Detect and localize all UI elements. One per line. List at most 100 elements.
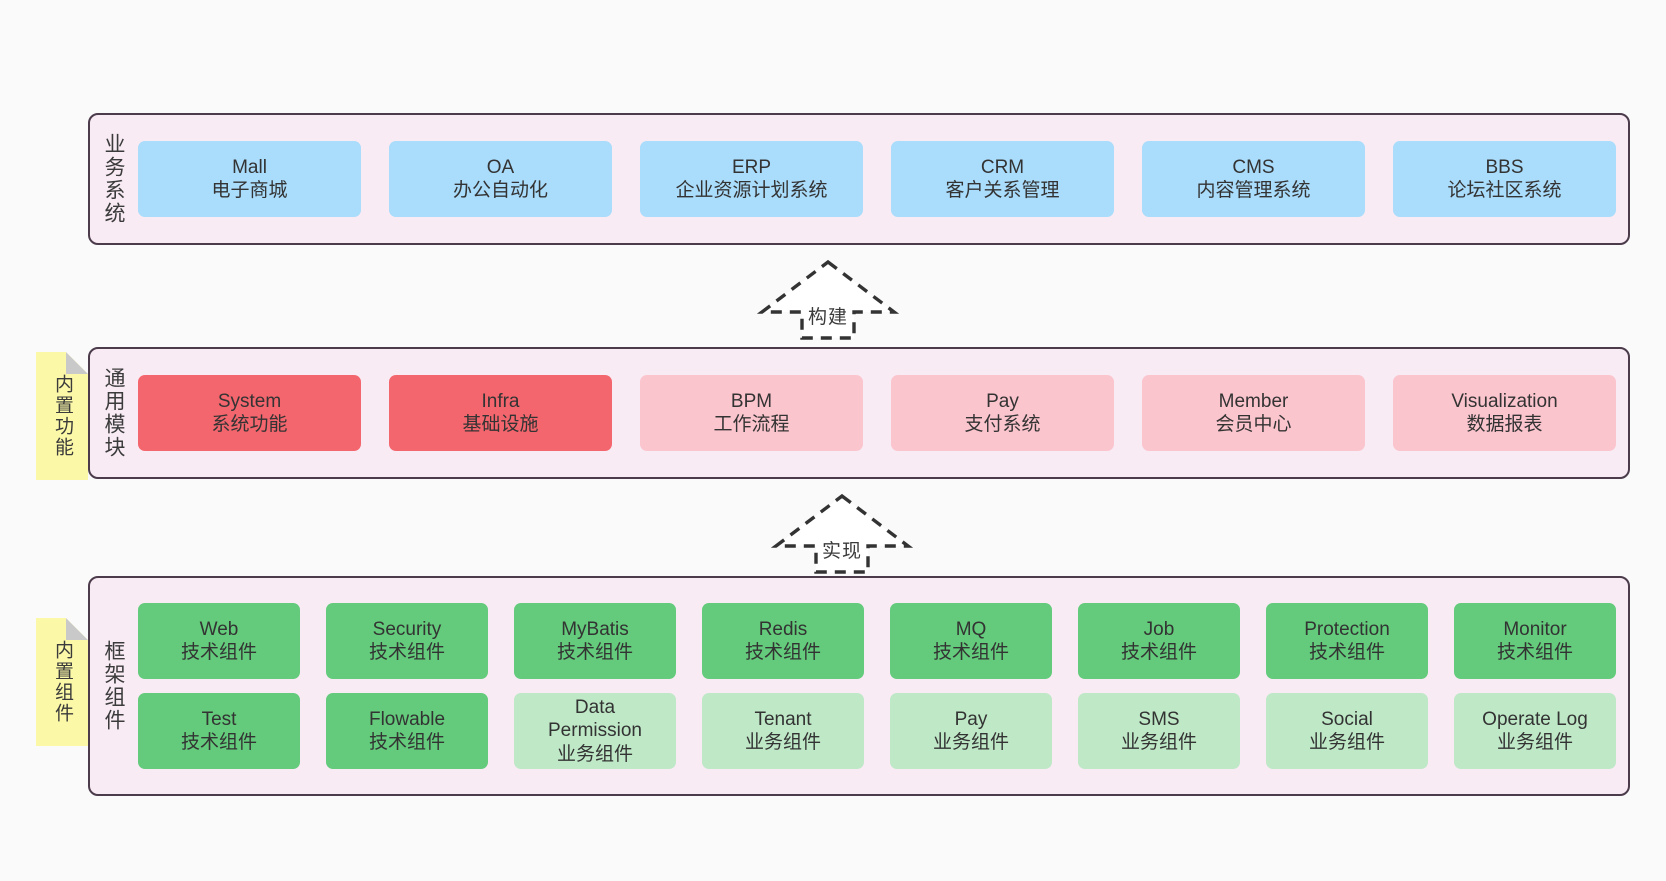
note-label: 内置功能 <box>52 374 74 458</box>
card-title-en: Pay <box>954 708 988 730</box>
card-title-cn: 业务组件 <box>556 743 633 765</box>
card-operate-log[interactable]: Operate Log 业务组件 <box>1454 693 1616 769</box>
card-title-en: Member <box>1218 390 1289 412</box>
card-mall[interactable]: Mall 电子商城 <box>138 141 361 217</box>
card-pay-component[interactable]: Pay 业务组件 <box>890 693 1052 769</box>
card-title-cn: 技术组件 <box>556 642 633 663</box>
card-title-en: Flowable <box>368 708 446 730</box>
card-sms[interactable]: SMS 业务组件 <box>1078 693 1240 769</box>
layer-panel-business-systems: 业务系统 Mall 电子商城 OA 办公自动化 ERP 企业资源计划系统 CRM… <box>88 113 1630 245</box>
card-flowable[interactable]: Flowable 技术组件 <box>326 693 488 769</box>
card-title-en: Web <box>199 618 239 640</box>
card-title-cn: 业务组件 <box>1496 732 1573 753</box>
note-builtin-features: 内置功能 <box>36 352 88 480</box>
card-security[interactable]: Security 技术组件 <box>326 603 488 679</box>
note-builtin-components: 内置组件 <box>36 618 88 746</box>
card-title-cn: 企业资源计划系统 <box>675 180 828 201</box>
card-title-cn: 工作流程 <box>713 414 790 435</box>
connector-build-label: 构建 <box>807 307 848 328</box>
card-bbs[interactable]: BBS 论坛社区系统 <box>1393 141 1616 217</box>
card-member[interactable]: Member 会员中心 <box>1142 375 1365 451</box>
card-title-cn: 技术组件 <box>1120 642 1197 663</box>
card-title-en: BBS <box>1485 156 1524 178</box>
cards-area-business-systems: Mall 电子商城 OA 办公自动化 ERP 企业资源计划系统 CRM 客户关系… <box>136 115 1628 243</box>
note-fold-corner-icon <box>66 352 88 374</box>
card-row: Test 技术组件 Flowable 技术组件 Data Permission … <box>138 693 1616 769</box>
card-pay-module[interactable]: Pay 支付系统 <box>891 375 1114 451</box>
card-title-en: OA <box>486 156 515 178</box>
card-title-en: CMS <box>1232 156 1275 178</box>
card-title-en: Data Permission <box>548 697 642 742</box>
card-tenant[interactable]: Tenant 业务组件 <box>702 693 864 769</box>
card-redis[interactable]: Redis 技术组件 <box>702 603 864 679</box>
connector-build: 构建 <box>757 258 899 340</box>
cards-area-framework-components: Web 技术组件 Security 技术组件 MyBatis 技术组件 Redi… <box>136 578 1628 794</box>
card-title-cn: 数据报表 <box>1466 414 1543 435</box>
card-title-cn: 内容管理系统 <box>1196 180 1311 201</box>
card-title-cn: 技术组件 <box>180 642 257 663</box>
card-title-cn: 技术组件 <box>368 732 445 753</box>
card-title-cn: 技术组件 <box>1496 642 1573 663</box>
card-row: System 系统功能 Infra 基础设施 BPM 工作流程 Pay 支付系统… <box>138 375 1616 451</box>
card-title-en: MyBatis <box>561 618 629 640</box>
card-crm[interactable]: CRM 客户关系管理 <box>891 141 1114 217</box>
card-infra[interactable]: Infra 基础设施 <box>389 375 612 451</box>
card-title-en: Test <box>201 708 237 730</box>
card-title-en: ERP <box>731 156 772 178</box>
card-title-en: Operate Log <box>1482 708 1588 730</box>
card-cms[interactable]: CMS 内容管理系统 <box>1142 141 1365 217</box>
card-title-cn: 技术组件 <box>368 642 445 663</box>
card-test[interactable]: Test 技术组件 <box>138 693 300 769</box>
card-title-cn: 办公自动化 <box>452 180 548 201</box>
card-title-en: MQ <box>955 618 987 640</box>
card-title-cn: 基础设施 <box>462 414 539 435</box>
card-title-en: CRM <box>980 156 1025 178</box>
card-title-en: Pay <box>986 390 1019 412</box>
card-monitor[interactable]: Monitor 技术组件 <box>1454 603 1616 679</box>
card-title-en: Redis <box>758 618 808 640</box>
card-protection[interactable]: Protection 技术组件 <box>1266 603 1428 679</box>
card-title-en: Security <box>372 618 442 640</box>
card-system[interactable]: System 系统功能 <box>138 375 361 451</box>
card-title-en: Social <box>1321 708 1373 730</box>
layer-title-business-systems: 业务系统 <box>101 133 125 225</box>
layer-title-common-modules: 通用模块 <box>101 367 125 459</box>
layer-panel-framework-components: 框架组件 Web 技术组件 Security 技术组件 MyBatis 技术组件… <box>88 576 1630 796</box>
card-web[interactable]: Web 技术组件 <box>138 603 300 679</box>
card-social[interactable]: Social 业务组件 <box>1266 693 1428 769</box>
card-mybatis[interactable]: MyBatis 技术组件 <box>514 603 676 679</box>
card-title-cn: 技术组件 <box>932 642 1009 663</box>
implement-arrow-shape <box>771 493 913 574</box>
card-title-cn: 业务组件 <box>1120 732 1197 753</box>
card-title-en: System <box>217 390 282 412</box>
card-title-cn: 支付系统 <box>964 414 1041 435</box>
card-title-en: Job <box>1143 618 1175 640</box>
note-fold-corner-icon <box>66 618 88 640</box>
card-title-en: Visualization <box>1451 390 1558 412</box>
connector-implement: 实现 <box>771 492 913 574</box>
card-erp[interactable]: ERP 企业资源计划系统 <box>640 141 863 217</box>
card-title-cn: 技术组件 <box>744 642 821 663</box>
card-data-permission[interactable]: Data Permission 业务组件 <box>514 693 676 769</box>
card-title-cn: 客户关系管理 <box>945 180 1060 201</box>
card-title-cn: 技术组件 <box>180 732 257 753</box>
card-title-cn: 业务组件 <box>1308 732 1385 753</box>
card-title-cn: 业务组件 <box>744 732 821 753</box>
layer-panel-common-modules: 通用模块 System 系统功能 Infra 基础设施 BPM 工作流程 Pay… <box>88 347 1630 479</box>
card-title-en: Tenant <box>754 708 812 730</box>
card-title-cn: 技术组件 <box>1308 642 1385 663</box>
card-title-en: BPM <box>730 390 773 412</box>
note-label: 内置组件 <box>52 640 74 724</box>
card-title-en: SMS <box>1138 708 1180 730</box>
card-oa[interactable]: OA 办公自动化 <box>389 141 612 217</box>
card-job[interactable]: Job 技术组件 <box>1078 603 1240 679</box>
card-title-cn: 系统功能 <box>211 414 288 435</box>
card-row: Web 技术组件 Security 技术组件 MyBatis 技术组件 Redi… <box>138 603 1616 679</box>
card-title-cn: 会员中心 <box>1215 414 1292 435</box>
card-visualization[interactable]: Visualization 数据报表 <box>1393 375 1616 451</box>
card-mq[interactable]: MQ 技术组件 <box>890 603 1052 679</box>
card-title-en: Mall <box>232 156 267 178</box>
card-bpm[interactable]: BPM 工作流程 <box>640 375 863 451</box>
card-title-cn: 业务组件 <box>932 732 1009 753</box>
